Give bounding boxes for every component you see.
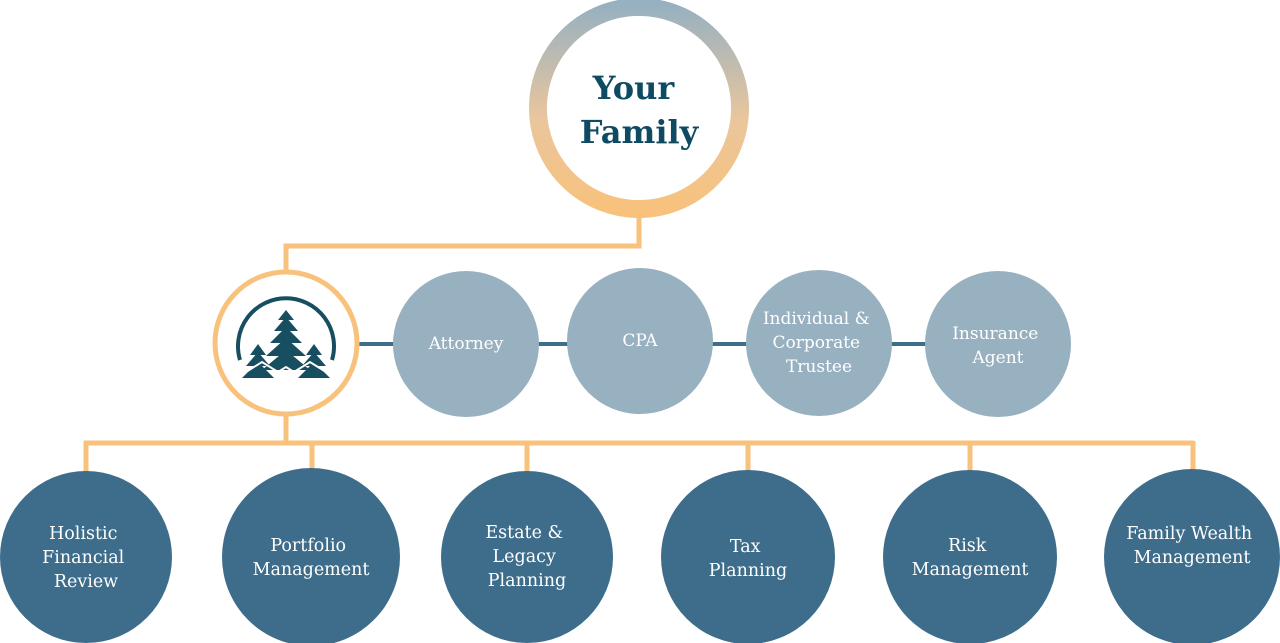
service-circle [883,470,1057,643]
advisor-node-trustee: Individual & Corporate Trustee [746,270,892,416]
advisor-label-line: Corporate [772,333,860,353]
service-label-line: Review [54,572,118,592]
advisor-node-insurance: Insurance Agent [925,271,1071,417]
service-label-line: Holistic [49,524,117,544]
service-label: Holistic Financial Review [42,524,130,592]
service-node-estate: Estate & Legacy Planning [441,471,613,643]
advisor-node-attorney: Attorney [393,271,539,417]
service-node-family-wealth: Family Wealth Management [1104,469,1280,643]
service-node-tax: Tax Planning [661,470,835,643]
root-label-line: Family [580,113,700,151]
service-label: Estate & Legacy Planning [485,523,568,591]
service-circle [0,471,172,643]
root-node: Your Family [529,0,749,218]
advisor-circle [567,268,713,414]
service-label-line: Management [912,560,1029,580]
advisor-label: Insurance Agent [952,324,1044,368]
advisor-label-line: Insurance [952,324,1038,344]
service-label-line: Estate & [485,523,563,543]
service-label-line: Risk [948,536,987,556]
service-circle [1104,469,1280,643]
service-label-line: Family Wealth [1126,524,1252,544]
service-label: Portfolio Management [253,536,370,580]
root-label: Your Family [580,69,700,151]
service-circle [661,470,835,643]
advisor-circle [746,270,892,416]
logo-node [212,269,360,417]
service-label-line: Management [1134,548,1251,568]
advisor-node-cpa: CPA [567,268,713,414]
advisor-label: CPA [622,331,658,351]
advisor-label: Attorney [428,334,504,354]
service-label-line: Management [253,560,370,580]
service-label-line: Financial [42,548,125,568]
root-ring [529,0,749,218]
advisor-label: Individual & Corporate Trustee [763,309,875,377]
advisor-label-line: CPA [622,331,658,351]
service-circle [441,471,613,643]
advisor-label-line: Attorney [428,334,504,354]
service-label: Risk Management [912,536,1029,580]
service-label-line: Tax [730,537,761,557]
service-node-holistic: Holistic Financial Review [0,471,172,643]
service-label-line: Planning [709,561,787,581]
advisor-circle [393,271,539,417]
service-node-portfolio: Portfolio Management [222,468,400,643]
tree-logo-icon [236,296,336,378]
service-circle [222,468,400,643]
service-label-line: Planning [488,571,566,591]
service-label: Tax Planning [709,537,787,581]
service-node-risk: Risk Management [883,470,1057,643]
advisor-circle [925,271,1071,417]
service-label-line: Portfolio [270,536,346,556]
service-label-line: Legacy [493,547,556,567]
advisor-label-line: Agent [972,348,1024,368]
advisor-label-line: Trustee [786,357,852,377]
root-circle [547,16,731,200]
root-label-line: Your [592,69,676,107]
connector-root-to-logo [283,215,642,273]
service-label: Family Wealth Management [1126,524,1257,568]
advisor-label-line: Individual & [763,309,870,329]
